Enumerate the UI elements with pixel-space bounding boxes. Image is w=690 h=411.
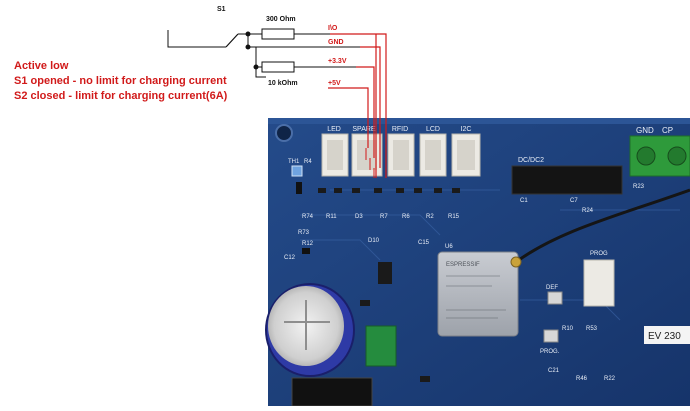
product-label: EV 230	[648, 331, 681, 342]
ref-r74: R74	[302, 214, 314, 220]
schematic	[167, 28, 376, 78]
ref-r15: R15	[448, 214, 460, 220]
connector-rfid	[387, 133, 415, 177]
electrolytic-capacitor	[265, 283, 355, 377]
mounting-hole	[275, 124, 293, 142]
smd-diode	[296, 182, 302, 194]
antenna-connector	[510, 256, 522, 268]
red-wire-io-run	[330, 33, 387, 178]
connector-i2c	[451, 133, 481, 177]
ref-r46: R46	[576, 376, 588, 382]
input-wire	[167, 30, 226, 48]
connector-spare	[351, 133, 383, 177]
signal-label-5v: +5V	[328, 80, 341, 87]
green-relay	[365, 325, 397, 367]
corner-label-gnd: GND	[636, 126, 654, 135]
smd-part	[420, 376, 430, 382]
smd-resistor-row	[318, 188, 460, 193]
switch-s1	[225, 33, 239, 48]
ref-r24: R24	[582, 208, 594, 214]
note-s1-opened: S1 opened - no limit for charging curren…	[14, 75, 227, 87]
resistor-label-top: 300 Ohm	[266, 16, 296, 23]
ref-d10: D10	[368, 238, 380, 244]
red-wire-3v3	[356, 66, 375, 158]
esp-module-label: ESPRESSIF	[446, 262, 480, 268]
ref-r6: R6	[402, 214, 410, 220]
ref-r73: R73	[298, 230, 310, 236]
red-wire-gnd	[360, 46, 381, 168]
def-button	[547, 291, 563, 305]
ref-r4: R4	[304, 159, 312, 165]
ref-c7: C7	[570, 198, 578, 204]
signal-label-io: I\O	[328, 25, 338, 32]
dcdc-module	[511, 165, 623, 195]
resistor-10-kohm	[261, 61, 295, 73]
ref-u6: U6	[445, 244, 453, 250]
ref-r2: R2	[426, 214, 434, 220]
ref-r10: R10	[562, 326, 574, 332]
junction-node	[245, 44, 251, 50]
red-wire-ends	[365, 148, 375, 178]
note-s2-closed: S2 closed - limit for charging current(6…	[14, 90, 228, 102]
red-wire-5v	[328, 87, 369, 148]
ref-r11: R11	[326, 214, 337, 220]
wire	[255, 47, 262, 68]
connector-label-rfid: RFID	[392, 126, 408, 133]
ref-r22: R22	[604, 376, 616, 382]
connector-lcd	[419, 133, 447, 177]
def-label: DEF	[546, 285, 558, 291]
signal-label-gnd: GND	[328, 39, 344, 46]
red-wires	[328, 33, 387, 178]
pcb-edge	[268, 118, 690, 124]
board-component	[291, 377, 373, 407]
prog-button	[543, 329, 559, 343]
thermistor-th1	[291, 165, 303, 177]
ref-th1: TH1	[288, 159, 300, 165]
connector-label-spare: SPARE	[352, 126, 376, 133]
junction-node	[253, 64, 259, 70]
smd-ic	[378, 262, 392, 284]
connector-led	[321, 133, 349, 177]
corner-label-cp: CP	[662, 126, 673, 135]
terminal-screw	[636, 146, 656, 166]
switch-label-s1: S1	[217, 6, 226, 13]
section-label-dcdc2: DC/DC2	[518, 157, 544, 164]
ref-r12: R12	[302, 241, 314, 247]
pcb-board: LED SPARE RFID LCD I2C	[265, 118, 690, 407]
ref-c1: C1	[520, 198, 528, 204]
ref-d3: D3	[355, 214, 363, 220]
ref-c15: C15	[418, 240, 430, 246]
ref-c21: C21	[548, 368, 560, 374]
connector-label-led: LED	[327, 126, 341, 133]
note-active-low: Active low	[14, 60, 69, 72]
esp-module	[437, 251, 519, 337]
smd-part	[360, 300, 370, 306]
ref-r23: R23	[633, 184, 645, 190]
connector-label-lcd: LCD	[426, 126, 440, 133]
connector-row	[321, 133, 481, 177]
prog-connector	[583, 259, 615, 307]
antenna-cable	[515, 188, 690, 264]
ref-r7: R7	[380, 214, 388, 220]
esp-module-markings	[446, 275, 506, 319]
terminal-screw	[667, 146, 687, 166]
signal-label-3v3: +3.3V	[328, 58, 347, 65]
connector-label-i2c: I2C	[461, 126, 472, 133]
ref-r53: R53	[586, 326, 598, 332]
wire	[255, 67, 266, 78]
prog-button-label: PROG.	[540, 349, 560, 355]
resistor-label-bottom: 10 kOhm	[268, 80, 298, 87]
ref-c12: C12	[284, 255, 296, 261]
resistor-300-ohm	[261, 28, 295, 40]
smd-part	[302, 248, 310, 254]
product-label-plate	[644, 326, 690, 344]
prog-label: PROG	[590, 251, 608, 257]
